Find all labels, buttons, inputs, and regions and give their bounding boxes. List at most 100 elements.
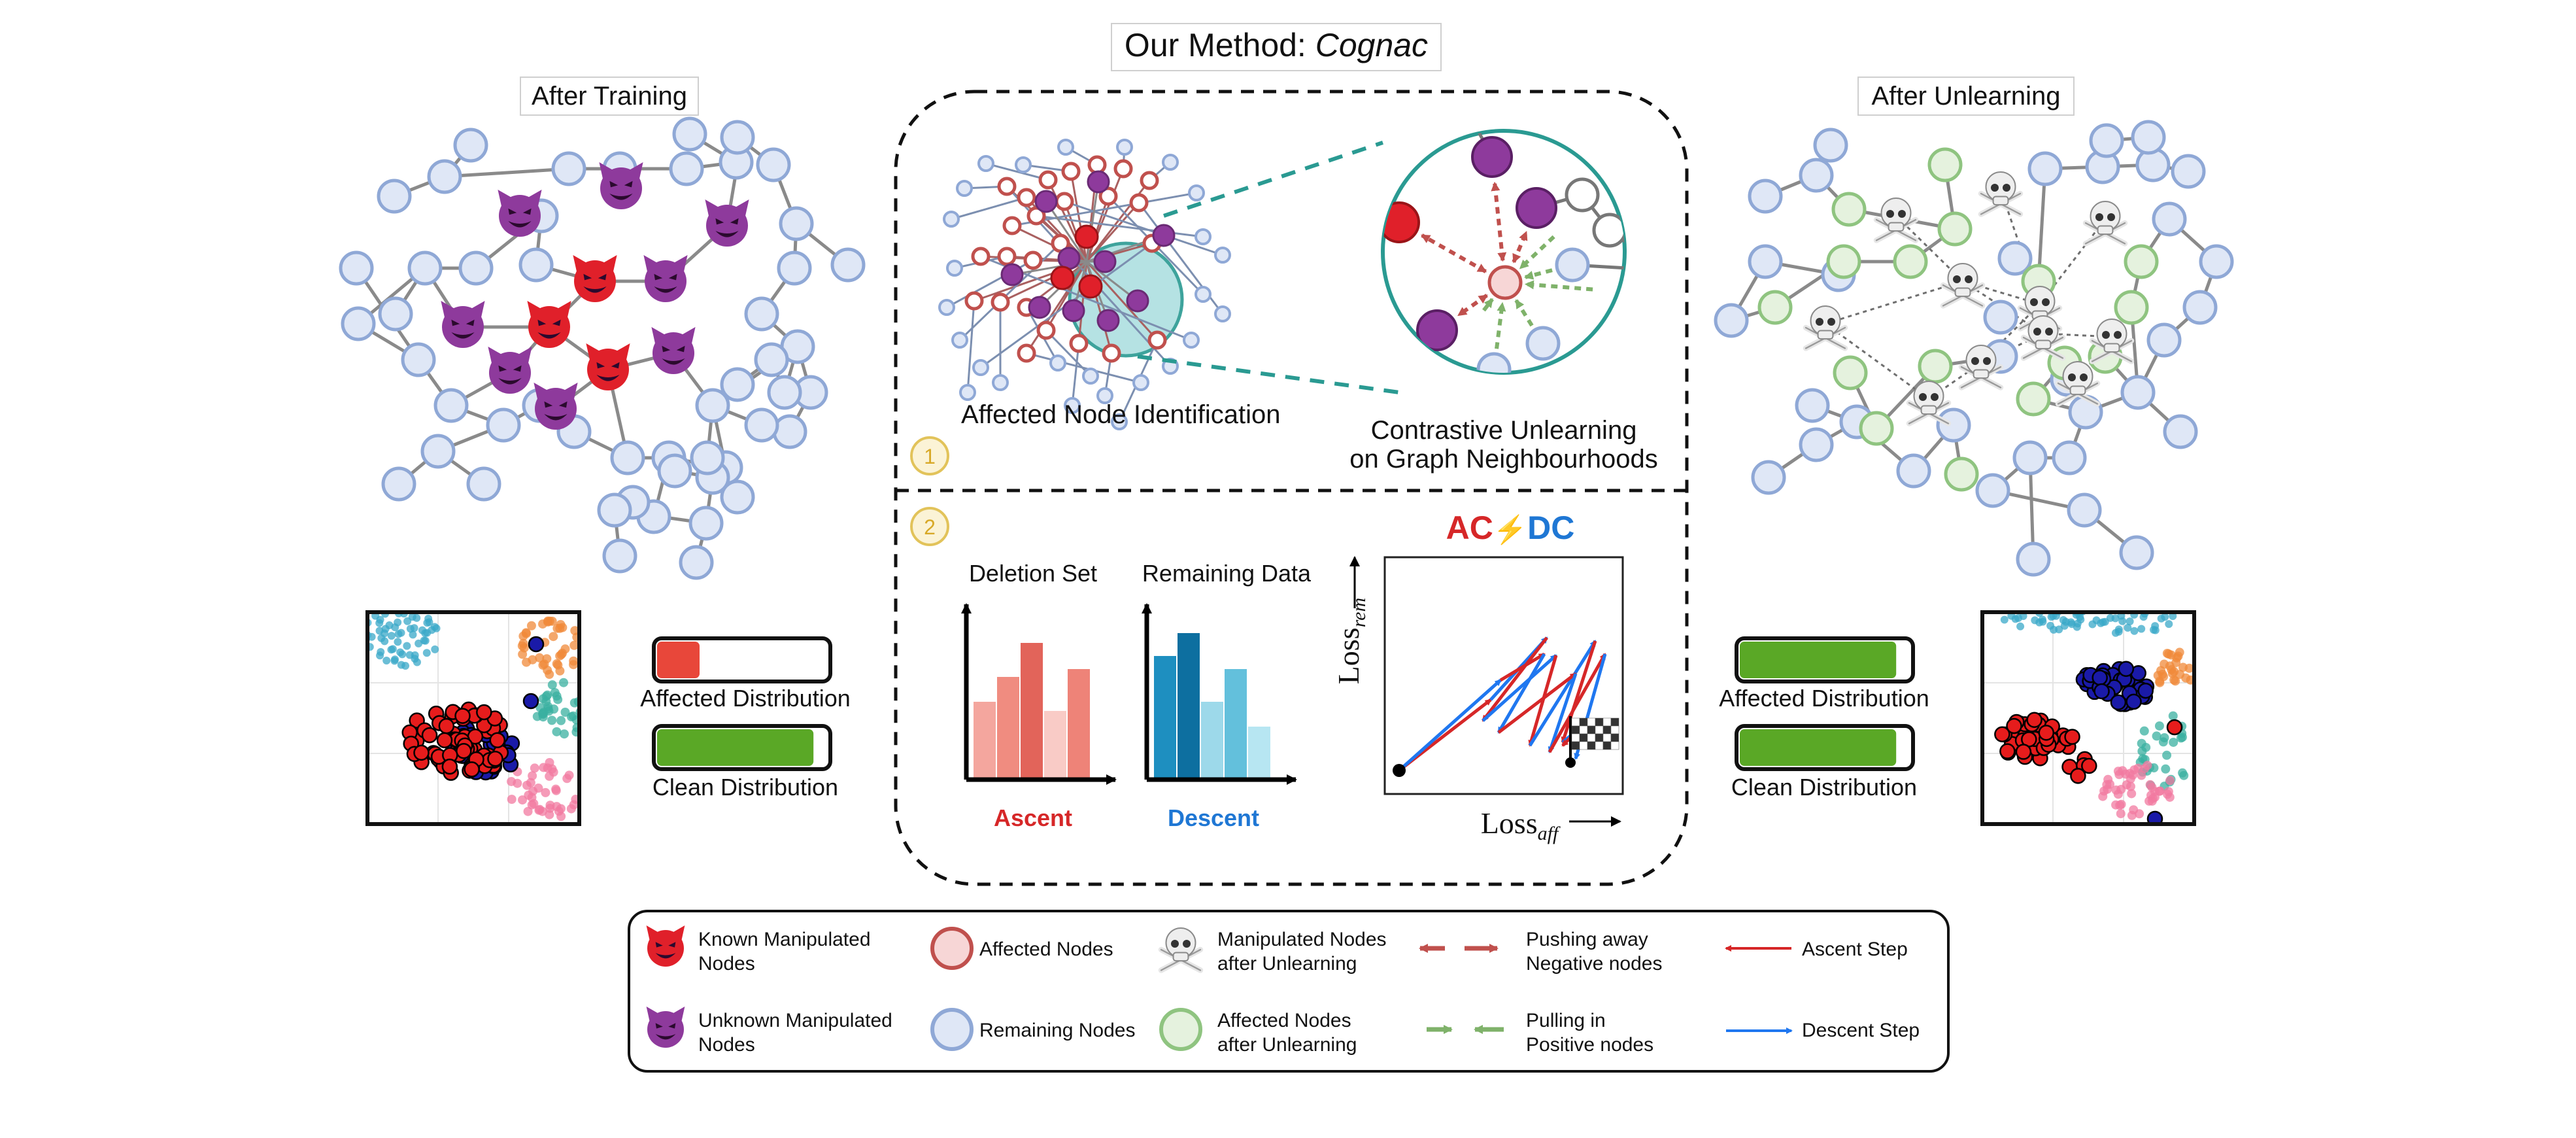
devil-mouth <box>609 194 633 200</box>
cluster-point <box>2139 726 2149 736</box>
devil-face <box>600 167 642 209</box>
flag-cell <box>1610 741 1619 750</box>
cluster-point <box>552 727 562 736</box>
remaining-node <box>466 466 501 502</box>
devil-horn <box>470 301 485 320</box>
cluster-point <box>559 678 569 687</box>
cluster-point <box>537 806 547 816</box>
cluster-point <box>547 680 557 690</box>
affected-node <box>1113 159 1133 179</box>
cluster-point <box>583 716 592 725</box>
skull-eye <box>2095 213 2103 221</box>
remaining-node <box>1214 305 1231 322</box>
cluster-point <box>387 632 396 640</box>
devil-eye <box>655 1023 663 1029</box>
unknown-manipulated-node <box>1126 289 1149 313</box>
unlearned-manipulated-node <box>1978 171 2024 217</box>
cluster-point <box>423 629 432 637</box>
hist-bar <box>1019 642 1044 780</box>
svg-text:2: 2 <box>924 515 936 539</box>
skull-eye <box>2068 373 2076 381</box>
unknown-manipulated-node <box>1093 250 1117 273</box>
remaining-node <box>381 466 416 502</box>
devil-eye <box>596 362 605 369</box>
unlearned-manipulated-node <box>2089 319 2135 364</box>
unknown-manipulated-node <box>1096 309 1120 332</box>
remaining-node <box>779 206 814 241</box>
remaining-node <box>458 250 494 286</box>
devil-horn <box>556 301 571 320</box>
cluster-point <box>415 639 423 647</box>
devil-eye <box>676 345 685 353</box>
remaining-node <box>669 151 704 186</box>
neutral-node <box>1592 213 1625 248</box>
remaining-node <box>433 388 469 423</box>
cluster-point <box>2016 622 2025 630</box>
devil-eye <box>730 218 739 225</box>
start-point <box>1393 764 1406 777</box>
remaining-node <box>610 440 645 475</box>
red-node-point <box>2026 712 2042 728</box>
pull-arrow <box>1495 302 1506 349</box>
flag-cell <box>1595 741 1604 750</box>
flag-cell <box>1602 717 1612 727</box>
devil-face <box>442 306 484 348</box>
remaining-node <box>2067 492 2102 528</box>
cluster-point <box>582 715 591 724</box>
remaining-node <box>2152 201 2187 237</box>
flag-cell <box>1595 725 1604 734</box>
remaining-node <box>1525 326 1561 361</box>
left-clean-bar-fill <box>657 729 814 766</box>
graph-edge <box>1085 202 1140 262</box>
skull-eye <box>2080 373 2088 381</box>
devil-eye <box>537 319 547 326</box>
affected-node <box>1036 320 1056 340</box>
cluster-point <box>543 690 552 700</box>
cluster-point <box>2115 801 2125 810</box>
cluster-point <box>547 764 557 774</box>
scatter-frame <box>1980 610 2196 826</box>
remaining-node <box>453 128 488 163</box>
devil-horn <box>586 343 601 362</box>
flag-cell <box>1587 741 1596 750</box>
right-clean-bar-fill <box>1740 729 1897 766</box>
remaining-node <box>1116 139 1133 156</box>
skull-eye <box>2045 328 2053 336</box>
cluster-point <box>2169 675 2179 685</box>
blue-node-point <box>2146 810 2163 824</box>
red-node-point <box>464 761 480 778</box>
unlearned-affected-node <box>1833 355 1868 390</box>
unlearned-affected-node <box>1927 147 1963 182</box>
devil-horn <box>681 327 696 346</box>
affected-node <box>1017 343 1036 363</box>
remaining-node <box>377 179 412 214</box>
cluster-point <box>2161 764 2171 774</box>
cluster-point <box>2158 670 2167 680</box>
affected-node <box>1102 343 1121 363</box>
devil-eye <box>668 1023 676 1029</box>
remaining-node <box>720 479 755 515</box>
cluster-point <box>2139 613 2148 621</box>
legend-label-ascent: Ascent Step <box>1802 939 1908 960</box>
graph-edge <box>1047 179 1088 262</box>
unknown-manipulated-node <box>1057 247 1081 270</box>
cluster-point <box>2157 614 2165 623</box>
red-node-point <box>441 758 458 775</box>
hist-bar <box>996 676 1021 780</box>
skull-jaw <box>1888 222 1905 232</box>
remaining-node <box>754 342 789 377</box>
remaining-node <box>744 407 779 443</box>
cluster-point <box>2114 627 2123 636</box>
zoom-focus-circle <box>1068 241 1184 358</box>
unknown-manipulated-node <box>599 162 643 209</box>
ascent-step <box>1482 636 1548 722</box>
cluster-point <box>2155 676 2165 686</box>
remaining-node <box>2182 290 2218 325</box>
known-manipulated-node <box>1078 274 1103 299</box>
scatter-points <box>1994 612 2194 824</box>
cluster-point <box>571 795 579 804</box>
remaining-node <box>1799 427 1834 462</box>
hist-bar <box>1200 700 1225 780</box>
